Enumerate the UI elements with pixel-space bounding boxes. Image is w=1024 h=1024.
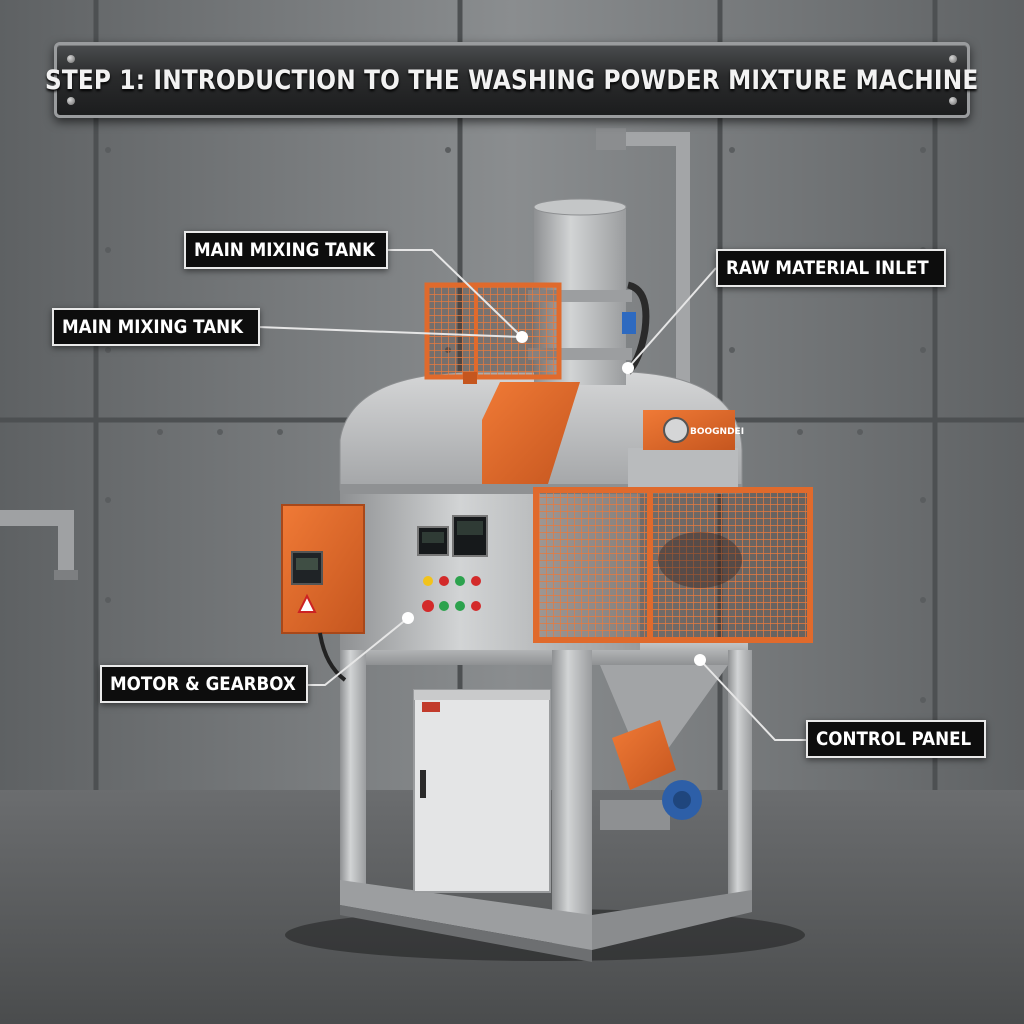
label-main-mixing-tank-left: MAIN MIXING TANK <box>52 308 260 346</box>
bolt-icon <box>67 97 75 105</box>
stand-frame <box>340 640 752 962</box>
label-text: MAIN MIXING TANK <box>62 316 244 338</box>
top-mesh-guard <box>424 282 562 384</box>
leader-dots <box>402 331 706 666</box>
wall-pipe-right <box>596 128 690 435</box>
label-text: MOTOR & GEARBOX <box>110 673 296 695</box>
leader-lines <box>257 249 806 741</box>
label-motor-gearbox: MOTOR & GEARBOX <box>100 665 308 703</box>
label-control-panel: CONTROL PANEL <box>806 720 986 758</box>
leader-control-panel <box>699 659 806 741</box>
lower-electrical-cabinet <box>413 689 551 893</box>
label-text: CONTROL PANEL <box>816 728 972 750</box>
label-text: RAW MATERIAL INLET <box>726 257 929 279</box>
front-control-panel <box>417 515 488 612</box>
bolt-icon <box>949 55 957 63</box>
leader-main-mixing-tank-left <box>257 326 523 338</box>
label-raw-material-inlet: RAW MATERIAL INLET <box>716 249 946 287</box>
side-mesh-guard <box>533 487 813 643</box>
top-motor-unit: BOOGNDEI <box>628 410 744 493</box>
leader-motor-gearbox <box>308 617 409 686</box>
leader-raw-material-inlet <box>627 267 717 369</box>
page-title: STEP 1: INTRODUCTION TO THE WASHING POWD… <box>45 64 979 96</box>
side-control-box <box>281 504 365 682</box>
bolt-icon <box>949 97 957 105</box>
leader-main-mixing-tank-upper <box>386 249 523 338</box>
bolt-icon <box>67 55 75 63</box>
title-plate: STEP 1: INTRODUCTION TO THE WASHING POWD… <box>45 42 979 118</box>
label-main-mixing-tank-upper: MAIN MIXING TANK <box>184 231 388 269</box>
orange-inlet-hood <box>482 382 580 484</box>
label-text: MAIN MIXING TANK <box>194 239 376 261</box>
motor-plate-text: BOOGNDEI <box>690 427 744 437</box>
discharge-motor <box>600 720 702 830</box>
wall-pipe-left <box>0 510 78 580</box>
